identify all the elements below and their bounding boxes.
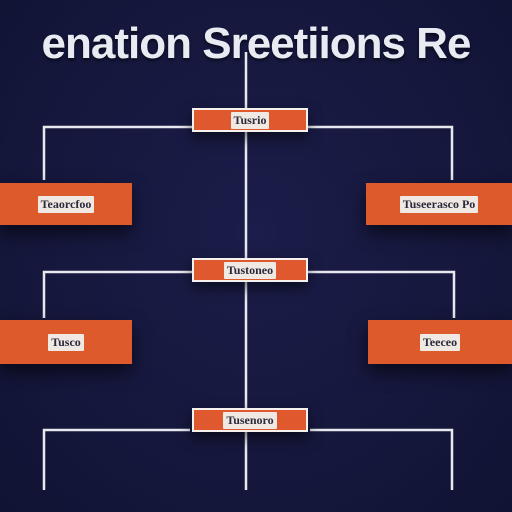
branch-bottom-left	[42, 428, 190, 490]
branch-top-left	[42, 125, 192, 180]
branch-mid-left	[42, 270, 192, 318]
node-upper-left-label: Teaorcfoo	[37, 195, 95, 213]
diagram-title: enation Sreetiions Re	[41, 19, 472, 68]
node-lower-right-label: Teeceo	[419, 333, 461, 351]
node-top-center-label: Tusrio	[230, 111, 270, 129]
node-lower-right: Teeceo	[368, 320, 512, 364]
node-upper-right: Tuseerasco Po	[366, 183, 512, 225]
branch-top-right	[308, 125, 454, 180]
node-upper-right-label: Tuseerasco Po	[399, 195, 479, 213]
node-bottom-center: Tusenoro	[192, 408, 308, 432]
node-top-center: Tusrio	[192, 108, 308, 132]
node-middle-center: Tustoneo	[192, 258, 308, 282]
branch-bottom-right	[310, 428, 454, 490]
branch-mid-right	[308, 270, 456, 318]
node-upper-left: Teaorcfoo	[0, 183, 132, 225]
node-middle-center-label: Tustoneo	[223, 261, 277, 279]
node-lower-left: Tusco	[0, 320, 132, 364]
node-lower-left-label: Tusco	[48, 333, 84, 351]
node-bottom-center-label: Tusenoro	[223, 411, 277, 429]
